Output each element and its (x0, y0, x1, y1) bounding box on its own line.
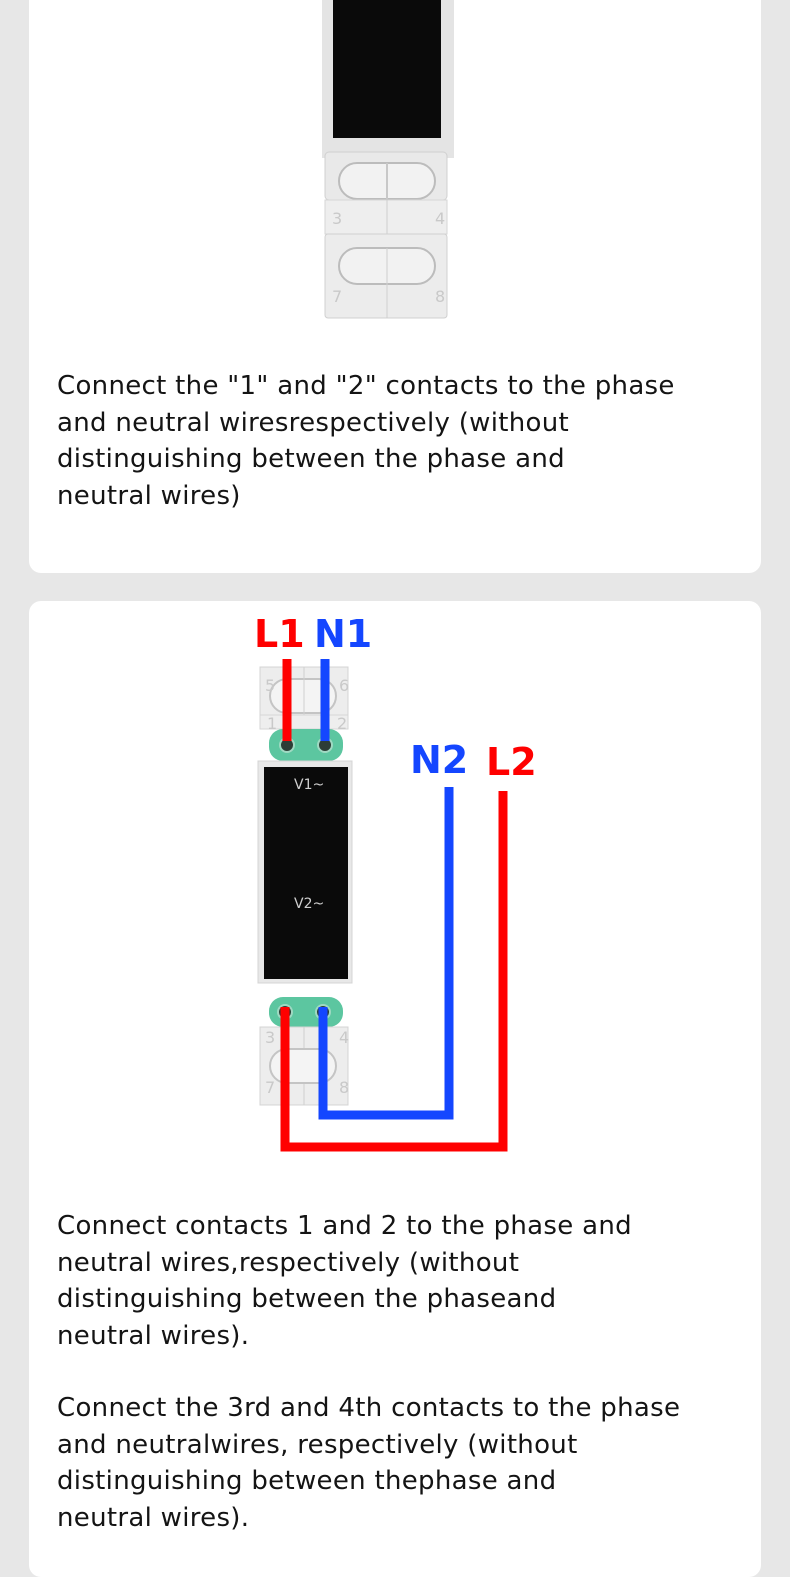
v1-label: V1~ (294, 777, 324, 793)
meter-device-image: 3 4 7 8 (322, 0, 454, 319)
instruction-text-2: Connect the 3rd and 4th contacts to the … (57, 1393, 681, 1533)
n1-label: N1 (314, 612, 372, 656)
terminal-number: 4 (435, 209, 445, 228)
l2-label: L2 (486, 740, 537, 784)
instruction-text-1: Connect contacts 1 and 2 to the phase an… (57, 1211, 632, 1351)
l2-wire (280, 791, 508, 1152)
terminal-number: 3 (265, 1028, 275, 1047)
terminal-number: 6 (339, 676, 349, 695)
terminal-number: 8 (435, 287, 445, 306)
device-display (333, 0, 441, 138)
wiring-diagram: 5 6 1 2 V1~ V2~ 3 4 7 8 L1 N1 N2 L2 (254, 612, 537, 1152)
l1-label: L1 (254, 612, 305, 656)
terminal-number: 1 (267, 714, 277, 733)
device-display (264, 767, 348, 979)
terminal-number: 7 (332, 287, 342, 306)
instruction-card-2: 5 6 1 2 V1~ V2~ 3 4 7 8 L1 N1 N2 L2 (29, 601, 761, 1577)
n2-wire (318, 787, 454, 1120)
terminal-number: 8 (339, 1078, 349, 1097)
n2-label: N2 (410, 738, 468, 782)
v2-label: V2~ (294, 896, 324, 912)
terminal-number: 5 (265, 676, 275, 695)
instruction-card-1: 3 4 7 8 Connect the "1" and "2" contacts… (29, 0, 761, 573)
terminal-number: 7 (265, 1078, 275, 1097)
terminal-number: 2 (337, 714, 347, 733)
terminal-number: 4 (339, 1028, 349, 1047)
terminal-number: 3 (332, 209, 342, 228)
instruction-text: Connect the "1" and "2" contacts to the … (57, 371, 675, 511)
